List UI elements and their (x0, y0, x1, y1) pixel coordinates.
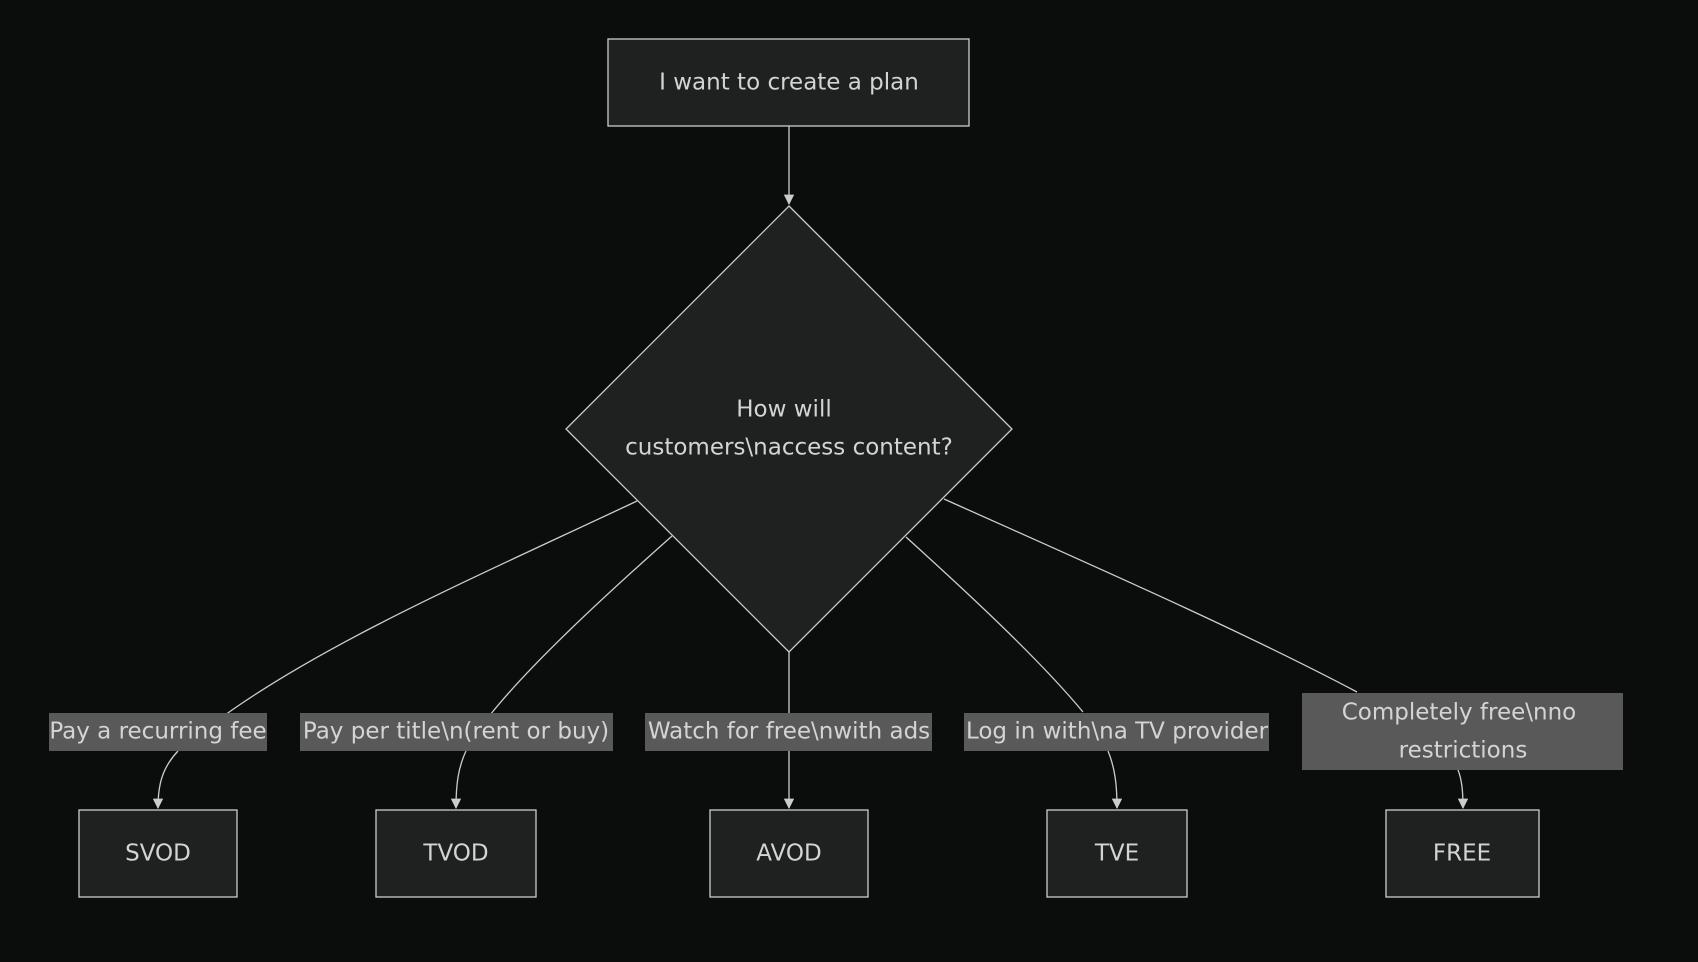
edge-decision-to-svod (224, 500, 638, 716)
tvod-node-text: TVOD (422, 841, 488, 867)
edge-label-svod-to-node (152, 750, 179, 810)
edge-label-tve-text: Log in with\na TV provider (966, 719, 1269, 745)
free-node-text: FREE (1433, 841, 1491, 867)
edge-label-tvod-text: Pay per title\n(rent or buy) (303, 719, 609, 745)
edge-label-free-line2: restrictions (1399, 738, 1528, 764)
start-node-text: I want to create a plan (659, 70, 919, 96)
decision-node: How will customers\naccess content? (565, 205, 1013, 653)
edge-label-tve: Log in with\na TV provider (964, 713, 1269, 751)
free-node: FREE (1385, 809, 1540, 898)
edge-decision-to-tve (905, 536, 1084, 713)
edge-label-svod: Pay a recurring fee (49, 713, 267, 751)
edge-label-avod: Watch for free\nwith ads (645, 713, 932, 751)
avod-node-text: AVOD (756, 841, 821, 867)
edge-label-free-line1: Completely free\nno (1342, 700, 1576, 726)
tve-node: TVE (1046, 809, 1188, 898)
start-node: I want to create a plan (607, 38, 970, 127)
edge-label-svod-text: Pay a recurring fee (49, 719, 266, 745)
edge-decision-to-tvod (489, 535, 673, 716)
avod-node: AVOD (709, 809, 869, 898)
decision-node-line1: How will (736, 397, 831, 423)
svod-node: SVOD (78, 809, 238, 898)
edge-label-avod-text: Watch for free\nwith ads (648, 719, 930, 745)
svod-node-text: SVOD (125, 841, 191, 867)
edge-label-tvod: Pay per title\n(rent or buy) (300, 713, 613, 751)
decision-node-line2: customers\naccess content? (625, 435, 953, 461)
tvod-node: TVOD (375, 809, 537, 898)
edge-label-tve-to-node (1107, 750, 1123, 810)
edge-decision-to-free (943, 498, 1358, 693)
edge-label-free-to-node (1457, 769, 1469, 810)
edge-label-free: Completely free\nno restrictions (1302, 693, 1623, 770)
tve-node-text: TVE (1094, 841, 1139, 867)
edge-label-tvod-to-node (450, 750, 467, 810)
